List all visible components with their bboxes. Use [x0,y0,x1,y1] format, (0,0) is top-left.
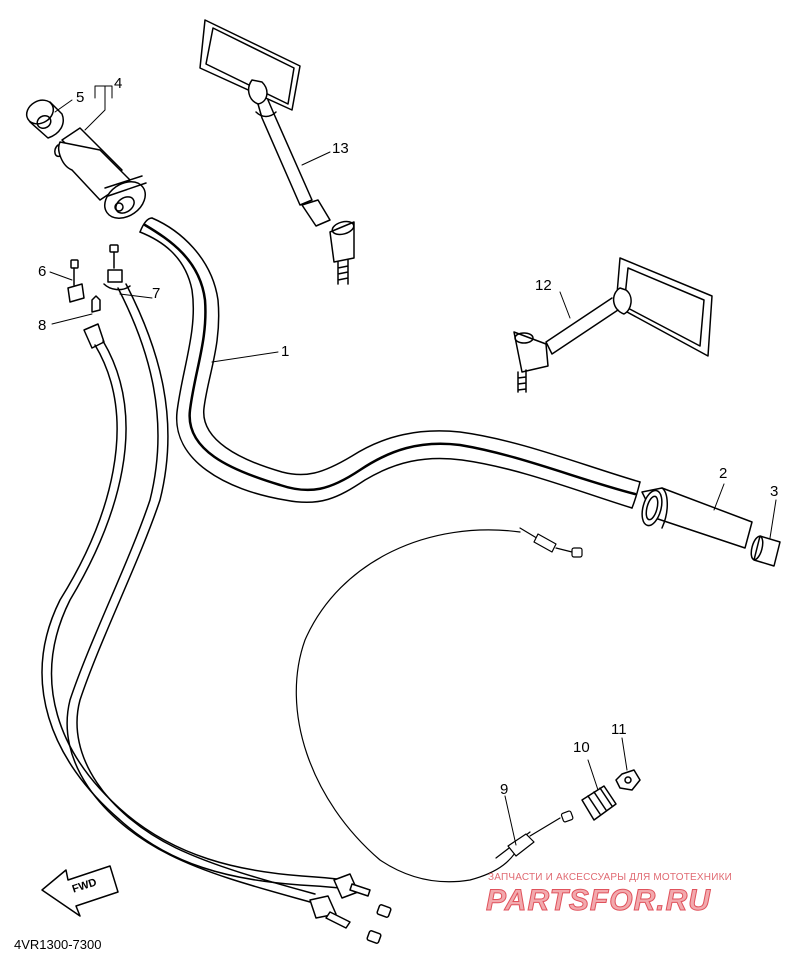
cable-adjusters [309,873,392,944]
callout-11: 11 [611,721,627,738]
right-mirror [513,257,713,393]
forward-arrow-icon [41,865,119,917]
callout-6: 6 [38,263,47,280]
callout-13: 13 [332,140,349,157]
cable-holder-fittings [67,244,131,349]
callout-2: 2 [719,465,728,482]
left-throttle-grip [54,127,147,219]
clutch-adjuster [581,785,617,821]
throttle-cables [41,283,346,903]
callout-1: 1 [281,343,290,360]
callout-3: 3 [770,483,779,500]
left-mirror [199,19,355,285]
right-end-cap [750,535,781,567]
handlebar [139,217,641,509]
clutch-cable [295,527,583,883]
callout-4: 4 [114,75,123,92]
diagram-code: 4VR1300-7300 [14,937,102,952]
callout-10: 10 [573,739,590,756]
callout-12: 12 [535,277,552,294]
watermark-tagline: ЗАПЧАСТИ И АКСЕССУАРЫ ДЛЯ МОТОТЕХНИКИ [488,872,733,883]
callout-8: 8 [38,317,47,334]
watermark-brand: PARTSFOR.RU [486,884,711,918]
callout-9: 9 [500,781,509,798]
leader-lines [49,85,777,846]
callout-5: 5 [76,89,85,106]
locknut [615,769,641,791]
callout-7: 7 [152,285,161,302]
grip-end-cap [25,99,64,139]
right-grip [641,487,753,549]
